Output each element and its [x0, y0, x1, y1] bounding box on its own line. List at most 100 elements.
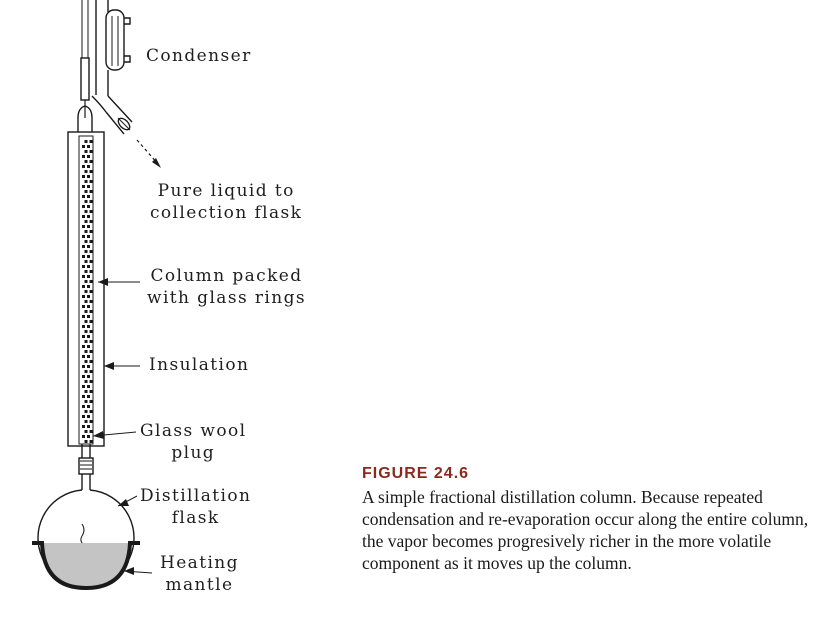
glass-ring [84, 400, 88, 403]
glass-ring [87, 365, 90, 368]
glass-ring [82, 315, 85, 318]
glass-ring [82, 285, 85, 288]
glass-ring [87, 155, 90, 158]
glass-ring [87, 425, 90, 428]
glass-ring [82, 335, 85, 338]
ground-glass-joint [78, 457, 94, 475]
glass-ring [84, 440, 88, 443]
glass-ring [82, 175, 85, 178]
glass-ring [82, 225, 85, 228]
glass-ring [89, 330, 93, 333]
glass-ring [84, 230, 88, 233]
glass-ring [87, 395, 90, 398]
glass-ring [84, 320, 88, 323]
glass-ring [84, 310, 88, 313]
glass-ring [84, 420, 88, 423]
glass-ring [82, 245, 85, 248]
glass-ring [87, 235, 90, 238]
glass-ring [89, 190, 93, 193]
glass-ring [84, 300, 88, 303]
figure-caption: FIGURE 24.6 A simple fractional distilla… [362, 463, 822, 574]
glass-ring [89, 360, 93, 363]
glass-ring [89, 240, 93, 243]
glass-ring [89, 340, 93, 343]
glass-ring [82, 155, 85, 158]
glass-ring [82, 145, 85, 148]
glass-ring [87, 245, 90, 248]
glass-ring [82, 395, 85, 398]
glass-ring [84, 170, 88, 173]
glass-ring [82, 205, 85, 208]
glass-ring [84, 200, 88, 203]
glass-ring [84, 390, 88, 393]
glass-ring [89, 380, 93, 383]
glass-ring [87, 405, 90, 408]
label-condenser: Condenser [146, 45, 252, 67]
pure-liquid-line-1: Pure liquid to [157, 181, 295, 201]
glass-ring [89, 270, 93, 273]
glass-ring [84, 280, 88, 283]
glass-ring [89, 430, 93, 433]
glass-ring [84, 160, 88, 163]
glass-ring [82, 405, 85, 408]
glass-ring [89, 420, 93, 423]
glass-ring [87, 225, 90, 228]
glass-ring [89, 150, 93, 153]
glass-ring [84, 290, 88, 293]
heating-mantle [42, 543, 130, 588]
stopcock [117, 117, 131, 131]
glass-ring [89, 170, 93, 173]
glass-ring [82, 165, 85, 168]
glass-ring [89, 300, 93, 303]
glass-ring [84, 250, 88, 253]
glass-ring [82, 265, 85, 268]
glass-ring [87, 435, 90, 438]
label-insulation: Insulation [149, 354, 249, 376]
glass-ring [87, 205, 90, 208]
glass-ring [84, 270, 88, 273]
glass-ring [82, 185, 85, 188]
label-column-packed: Column packed with glass rings [147, 265, 306, 309]
glass-ring [84, 150, 88, 153]
glass-ring [82, 295, 85, 298]
glass-ring [82, 355, 85, 358]
glass-ring [84, 430, 88, 433]
glass-ring [89, 230, 93, 233]
label-distillation-flask: Distillation flask [140, 485, 251, 529]
glass-wool-line-2: plug [171, 443, 216, 463]
glass-ring [89, 260, 93, 263]
glass-ring [84, 410, 88, 413]
glass-ring [87, 375, 90, 378]
figure-label: FIGURE 24.6 [362, 465, 470, 482]
glass-ring [84, 370, 88, 373]
glass-ring [84, 220, 88, 223]
label-glass-wool: Glass wool plug [140, 420, 246, 464]
glass-ring [87, 255, 90, 258]
glass-ring [89, 220, 93, 223]
glass-ring [82, 255, 85, 258]
condenser-label: Condenser [146, 46, 252, 66]
column-line-1: Column packed [150, 266, 303, 286]
glass-rings-packing [82, 140, 93, 443]
glass-ring [89, 200, 93, 203]
glass-ring [89, 390, 93, 393]
glass-ring [87, 285, 90, 288]
glass-ring [89, 400, 93, 403]
glass-ring [87, 275, 90, 278]
glass-ring [84, 140, 88, 143]
glass-ring [82, 365, 85, 368]
flask-line-2: flask [171, 508, 220, 528]
glass-ring [89, 320, 93, 323]
glass-ring [82, 425, 85, 428]
glass-ring [89, 350, 93, 353]
glass-ring [84, 360, 88, 363]
glass-ring [89, 440, 93, 443]
condenser [91, 0, 133, 135]
glass-ring [87, 335, 90, 338]
glass-ring [87, 385, 90, 388]
glass-ring [84, 260, 88, 263]
glass-ring [84, 330, 88, 333]
glass-ring [87, 315, 90, 318]
glass-ring [87, 145, 90, 148]
glass-ring [87, 185, 90, 188]
